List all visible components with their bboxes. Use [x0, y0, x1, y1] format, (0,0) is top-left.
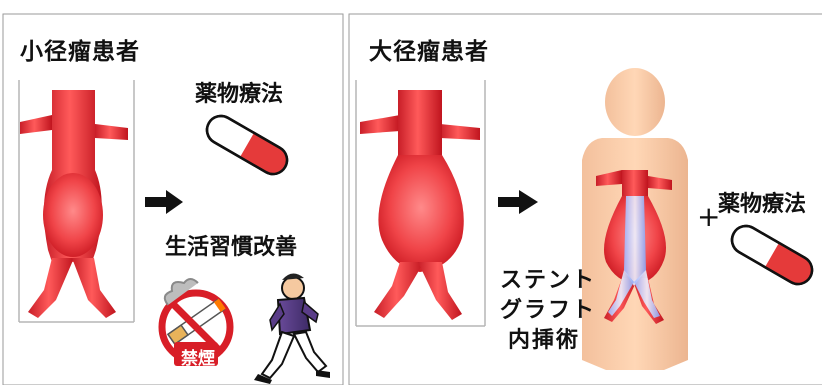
medication-capsule-icon — [205, 114, 289, 176]
small-aneurysm-illustration — [18, 80, 135, 323]
large-aneurysm-illustration — [355, 80, 486, 327]
body-silhouette-with-stent — [582, 68, 688, 370]
treatment-arrow-large — [498, 190, 538, 214]
stent-label-line-2: グラフト — [500, 298, 597, 323]
large-aneurysm-title: 大径瘤患者 — [369, 39, 489, 65]
stent-label-line-3: 内挿術 — [508, 328, 581, 353]
no-smoking-icon — [158, 278, 234, 366]
medication-capsule-icon-right — [730, 224, 814, 286]
medication-label-small: 薬物療法 — [195, 82, 284, 107]
treatment-arrow-small — [145, 190, 183, 214]
medication-label-large: 薬物療法 — [718, 192, 807, 217]
walking-person-icon — [254, 273, 330, 384]
no-smoking-text: 禁煙 — [181, 349, 215, 369]
stent-label-line-1: ステント — [500, 268, 597, 293]
stent-graft-label: ステント グラフト 内挿術 — [500, 266, 596, 356]
small-aneurysm-title: 小径瘤患者 — [20, 39, 140, 65]
lifestyle-improvement-label: 生活習慣改善 — [165, 235, 298, 260]
plus-sign: + — [697, 200, 721, 233]
